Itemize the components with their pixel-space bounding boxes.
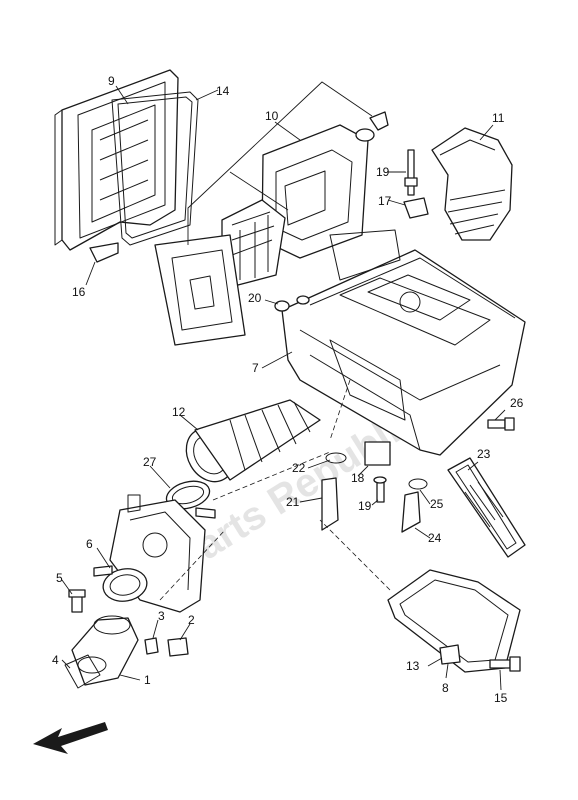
callout-21: 21 xyxy=(286,495,300,509)
part-wing-bolt[interactable] xyxy=(355,111,389,142)
callout-1: 1 xyxy=(144,673,151,687)
part-23-screen[interactable] xyxy=(447,457,526,558)
part-1-joint[interactable] xyxy=(71,615,139,686)
callout-24: 24 xyxy=(428,531,442,545)
part-19-pin-bottom[interactable] xyxy=(373,476,387,503)
callout-16: 16 xyxy=(72,285,86,299)
callout-7: 7 xyxy=(252,361,259,375)
part-22-clip[interactable] xyxy=(325,452,347,464)
part-4-gasket[interactable] xyxy=(64,654,101,689)
part-14-seal[interactable] xyxy=(111,91,199,246)
part-25-clip[interactable] xyxy=(408,478,428,490)
part-8-damper[interactable] xyxy=(439,644,461,665)
callout-14: 14 xyxy=(216,84,230,98)
part-21-drain-tube[interactable] xyxy=(321,477,339,531)
callout-9: 9 xyxy=(108,74,115,88)
part-3-clip[interactable] xyxy=(144,637,159,655)
callout-15: 15 xyxy=(494,691,508,705)
part-5-bolt[interactable] xyxy=(68,589,86,613)
part-26-bolt[interactable] xyxy=(487,417,515,431)
callout-12: 12 xyxy=(172,405,186,419)
part-19-pin-top[interactable] xyxy=(404,149,418,196)
part-11-intake-duct[interactable] xyxy=(431,127,513,241)
callout-11: 11 xyxy=(492,111,505,125)
callout-4: 4 xyxy=(52,653,59,667)
callout-26: 26 xyxy=(510,396,524,410)
callout-2: 2 xyxy=(188,613,195,627)
callout-27: 27 xyxy=(143,455,157,469)
callout-17: 17 xyxy=(378,194,392,208)
callout-19-top: 19 xyxy=(376,165,390,179)
callout-5: 5 xyxy=(56,571,63,585)
part-6-clamp[interactable] xyxy=(93,565,149,604)
part-15-screw[interactable] xyxy=(489,656,521,672)
part-10-filter-element[interactable] xyxy=(261,124,369,259)
filter-holder[interactable] xyxy=(154,234,246,346)
part-2-collar[interactable] xyxy=(167,637,189,657)
callout-6: 6 xyxy=(86,537,93,551)
part-20-grommet[interactable] xyxy=(274,295,310,312)
part-17-holder[interactable] xyxy=(403,197,429,219)
front-direction-arrow-icon xyxy=(33,722,108,754)
callout-22: 22 xyxy=(292,461,306,475)
callout-20: 20 xyxy=(248,291,262,305)
callout-19-bottom: 19 xyxy=(358,499,372,513)
part-9-filter-frame[interactable] xyxy=(54,69,179,251)
callout-13: 13 xyxy=(406,659,420,673)
part-18-damper[interactable] xyxy=(364,441,391,466)
callout-10: 10 xyxy=(265,109,279,123)
part-13-cover[interactable] xyxy=(387,569,521,673)
callout-8: 8 xyxy=(442,681,449,695)
part-12-intake-boot[interactable] xyxy=(177,399,321,490)
part-24-drain-tube[interactable] xyxy=(401,491,421,533)
callout-25: 25 xyxy=(430,497,444,511)
part-16-clip[interactable] xyxy=(89,242,119,263)
callout-23: 23 xyxy=(477,447,491,461)
callout-18: 18 xyxy=(351,471,365,485)
callout-3: 3 xyxy=(158,609,165,623)
part-7-airbox[interactable] xyxy=(281,229,526,456)
